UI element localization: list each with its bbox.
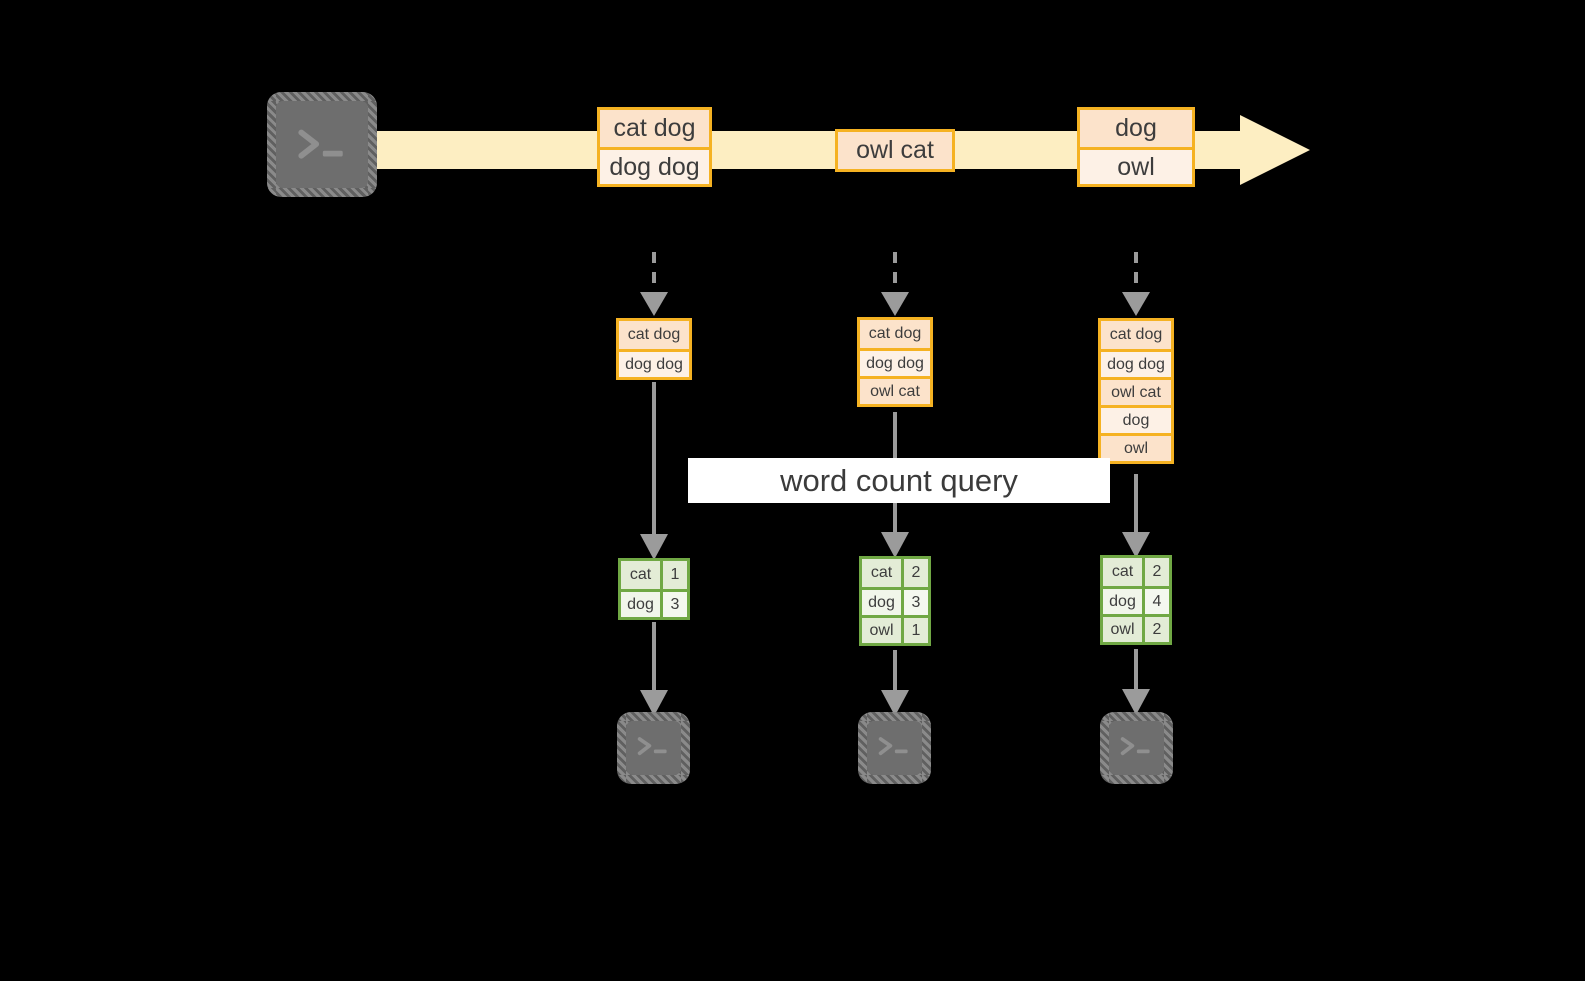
snapshot-2-sink-terminal-icon bbox=[858, 712, 931, 784]
result-word: dog bbox=[1103, 589, 1145, 614]
result-word: owl bbox=[862, 618, 904, 643]
table-row: cat 2 bbox=[1103, 558, 1169, 586]
result-word: cat bbox=[621, 561, 663, 589]
record-line: owl bbox=[1080, 147, 1192, 184]
stream-record-2: owl cat bbox=[835, 129, 955, 172]
source-terminal-icon bbox=[267, 92, 377, 197]
table-row: cat 1 bbox=[621, 561, 687, 589]
prompt-glyph-icon bbox=[637, 737, 667, 756]
terminal-body bbox=[867, 721, 922, 775]
result-word: dog bbox=[862, 590, 904, 615]
snapshot-1-sink-arrow bbox=[640, 622, 668, 716]
snapshot-3-inbound-arrow bbox=[1122, 252, 1150, 316]
snapshot-2-sink-arrow bbox=[881, 650, 909, 716]
table-row: owl 1 bbox=[862, 615, 928, 643]
snapshot-2-result-table: cat 2 dog 3 owl 1 bbox=[859, 556, 931, 646]
result-count: 1 bbox=[904, 618, 928, 643]
result-word: cat bbox=[862, 559, 904, 587]
table-row: dog 4 bbox=[1103, 586, 1169, 614]
stream-record-1: cat dog dog dog bbox=[597, 107, 712, 187]
snapshot-3-query-arrow bbox=[1122, 474, 1150, 558]
snapshot-1-accumulated-records: cat dog dog dog bbox=[616, 318, 692, 380]
result-count: 3 bbox=[663, 592, 687, 617]
terminal-body bbox=[276, 101, 368, 188]
record-line: cat dog bbox=[1101, 321, 1171, 349]
record-line: owl cat bbox=[860, 376, 930, 404]
record-line: owl cat bbox=[1101, 377, 1171, 405]
record-line: owl bbox=[1101, 433, 1171, 461]
record-line: dog dog bbox=[1101, 349, 1171, 377]
terminal-body bbox=[626, 721, 681, 775]
record-line: cat dog bbox=[600, 110, 709, 147]
record-line: dog bbox=[1101, 405, 1171, 433]
stream-record-3: dog owl bbox=[1077, 107, 1195, 187]
record-line: cat dog bbox=[860, 320, 930, 348]
record-line: dog dog bbox=[860, 348, 930, 376]
table-row: owl 2 bbox=[1103, 614, 1169, 642]
result-word: dog bbox=[621, 592, 663, 617]
prompt-glyph-icon bbox=[1120, 737, 1150, 756]
snapshot-2-accumulated-records: cat dog dog dog owl cat bbox=[857, 317, 933, 407]
prompt-glyph-icon bbox=[298, 129, 343, 159]
result-word: cat bbox=[1103, 558, 1145, 586]
record-line: dog dog bbox=[619, 349, 689, 377]
snapshot-1-result-table: cat 1 dog 3 bbox=[618, 558, 690, 620]
result-count: 2 bbox=[1145, 558, 1169, 586]
snapshot-3-sink-terminal-icon bbox=[1100, 712, 1173, 784]
result-count: 2 bbox=[1145, 617, 1169, 642]
prompt-glyph-icon bbox=[878, 737, 908, 756]
table-row: cat 2 bbox=[862, 559, 928, 587]
snapshot-1-query-arrow bbox=[640, 382, 668, 560]
snapshot-3-sink-arrow bbox=[1122, 649, 1150, 715]
result-count: 4 bbox=[1145, 589, 1169, 614]
record-line: dog dog bbox=[600, 147, 709, 184]
record-line: dog bbox=[1080, 110, 1192, 147]
snapshot-3-accumulated-records: cat dog dog dog owl cat dog owl bbox=[1098, 318, 1174, 464]
table-row: dog 3 bbox=[621, 589, 687, 617]
snapshot-2-inbound-arrow bbox=[881, 252, 909, 316]
snapshot-3-result-table: cat 2 dog 4 owl 2 bbox=[1100, 555, 1172, 645]
snapshot-1-sink-terminal-icon bbox=[617, 712, 690, 784]
result-count: 1 bbox=[663, 561, 687, 589]
snapshot-1-inbound-arrow bbox=[640, 252, 668, 316]
terminal-body bbox=[1109, 721, 1164, 775]
record-line: owl cat bbox=[838, 132, 952, 169]
result-count: 2 bbox=[904, 559, 928, 587]
result-count: 3 bbox=[904, 590, 928, 615]
table-row: dog 3 bbox=[862, 587, 928, 615]
query-label: word count query bbox=[688, 458, 1110, 503]
record-line: cat dog bbox=[619, 321, 689, 349]
result-word: owl bbox=[1103, 617, 1145, 642]
